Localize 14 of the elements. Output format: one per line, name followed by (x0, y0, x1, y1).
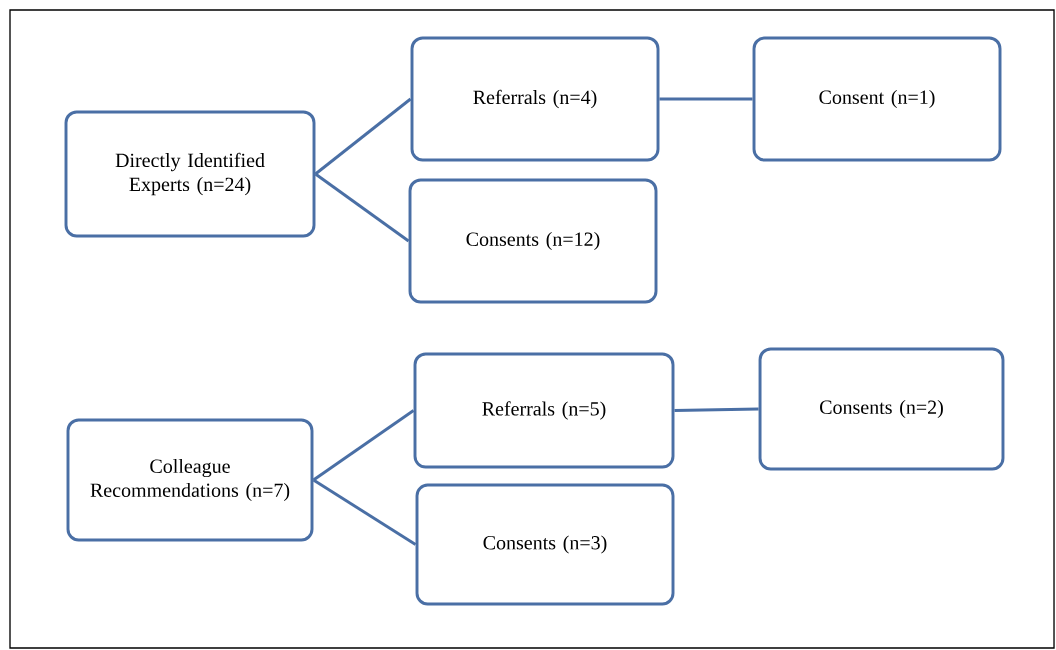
connector-line (674, 407, 759, 412)
connector-line (312, 409, 415, 482)
process-box: Consent (n=1) (752, 36, 1002, 162)
process-box: Consents (n=3) (415, 483, 675, 606)
connector-line (314, 97, 412, 176)
connector-line (314, 172, 410, 243)
connector-line (312, 478, 417, 546)
process-box: Referrals (n=5) (413, 352, 675, 469)
process-box: Directly Identified Experts (n=24) (64, 110, 316, 238)
process-box: Consents (n=2) (758, 347, 1005, 471)
process-box: Colleague Recommendations (n=7) (66, 418, 314, 542)
process-box: Consents (n=12) (408, 178, 658, 304)
process-box: Referrals (n=4) (410, 36, 660, 162)
connector-line (659, 97, 753, 101)
